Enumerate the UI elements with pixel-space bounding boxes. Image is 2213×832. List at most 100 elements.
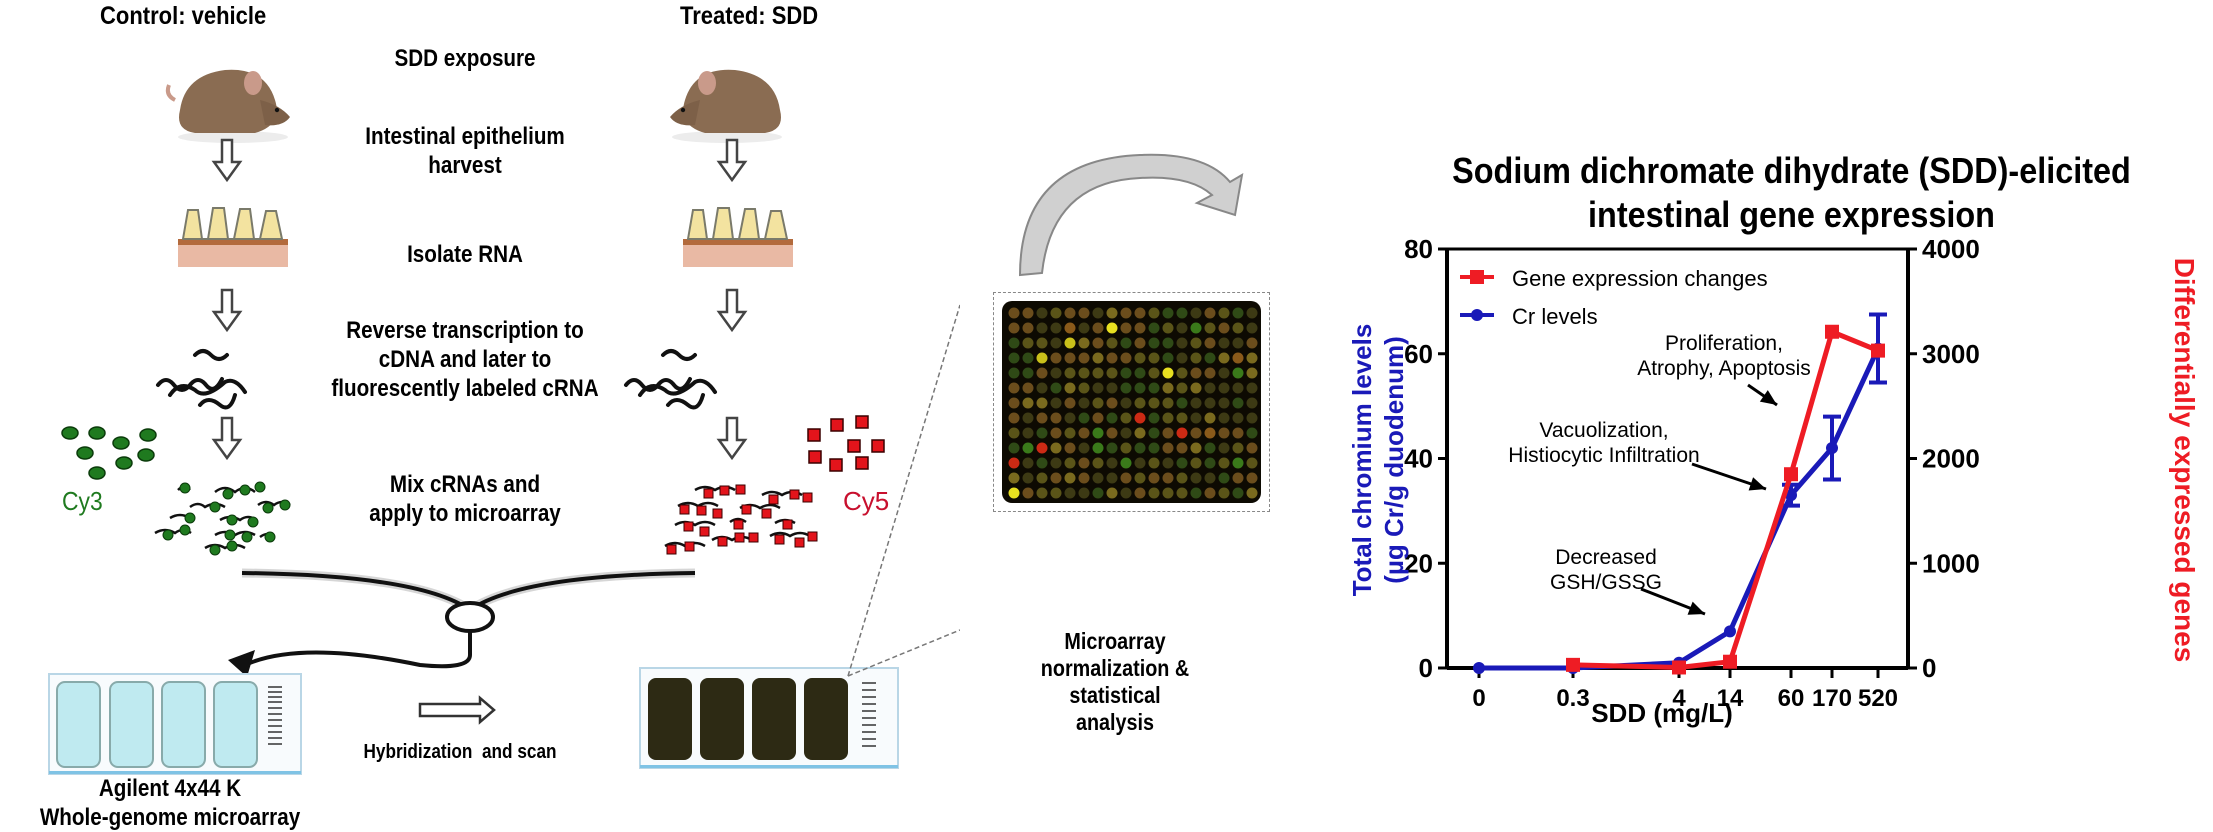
array-spot	[1134, 337, 1146, 349]
array-spot	[1078, 487, 1090, 499]
array-spot	[1120, 442, 1132, 454]
array-spot	[1078, 337, 1090, 349]
array-spot	[1134, 427, 1146, 439]
gene-expression-point	[1871, 343, 1885, 358]
hybridization-label: Hybridization and scan	[348, 738, 572, 767]
array-spot	[1190, 352, 1202, 364]
array-spot	[1148, 412, 1160, 424]
array-spot	[1078, 352, 1090, 364]
array-spot	[1008, 337, 1020, 349]
array-spot	[1050, 457, 1062, 469]
cy3-label: Cy3	[62, 486, 103, 516]
annotation-vacuolization: Histiocytic Infiltration	[1508, 444, 1699, 467]
chart-title: Sodium dichromate dihydrate (SDD)-elicit…	[1412, 105, 2171, 237]
array-spot	[1204, 427, 1216, 439]
array-spot	[1246, 487, 1258, 499]
cr-levels-point	[1724, 625, 1736, 638]
y2-tick-label: 2000	[1922, 444, 1980, 474]
array-spot	[1022, 427, 1034, 439]
array-spot	[1176, 457, 1188, 469]
workflow-graphics	[48, 138, 960, 775]
array-spot	[1022, 397, 1034, 409]
array-spot	[1218, 412, 1230, 424]
y2-axis-label: Differentially expressed genes	[2169, 258, 2200, 663]
array-spot	[1176, 322, 1188, 334]
array-spot	[1176, 472, 1188, 484]
right-arrow-icon	[418, 695, 496, 725]
annotation-gsh-gssg: Decreased	[1555, 546, 1657, 569]
array-spot	[1036, 367, 1048, 379]
array-spot	[1036, 412, 1048, 424]
array-spot	[1050, 337, 1062, 349]
array-spot	[1078, 307, 1090, 319]
array-spot	[1218, 442, 1230, 454]
array-spot	[1148, 442, 1160, 454]
array-spot	[1078, 412, 1090, 424]
y-tick-label: 80	[1404, 234, 1433, 264]
array-spot	[1120, 367, 1132, 379]
gene-expression-point	[1784, 467, 1798, 482]
step-reverse-transcription: Reverse transcription to cDNA and later …	[293, 316, 637, 403]
array-spot	[1064, 307, 1076, 319]
array-spot	[1036, 322, 1048, 334]
array-spot	[1218, 367, 1230, 379]
array-spot	[1064, 337, 1076, 349]
array-spot	[1246, 367, 1258, 379]
array-spot	[1036, 307, 1048, 319]
array-spot	[1162, 427, 1174, 439]
array-spot	[1162, 382, 1174, 394]
array-spot	[1176, 367, 1188, 379]
array-spot	[1078, 397, 1090, 409]
array-spot	[1064, 352, 1076, 364]
legend-square-marker-icon	[1470, 270, 1484, 284]
array-spot	[1232, 307, 1244, 319]
x-tick-label: 0	[1472, 685, 1485, 712]
array-spot	[1218, 472, 1230, 484]
array-spot	[1176, 487, 1188, 499]
array-spot	[1036, 472, 1048, 484]
y2-tick-label: 3000	[1922, 339, 1980, 369]
analysis-label: Microarray normalization & statistical a…	[1016, 628, 1214, 736]
array-spot	[1064, 397, 1076, 409]
array-spot	[1190, 322, 1202, 334]
chart-title-text: Sodium dichromate dihydrate (SDD)-elicit…	[1452, 150, 2131, 235]
y-tick-label: 40	[1404, 444, 1433, 474]
step-text: Isolate RNA	[407, 241, 523, 268]
array-spot	[1148, 472, 1160, 484]
array-spot	[1134, 322, 1146, 334]
array-spot	[1106, 397, 1118, 409]
y-tick-label: 20	[1404, 548, 1433, 578]
array-spot	[1022, 322, 1034, 334]
array-spot	[1106, 352, 1118, 364]
array-spot	[1190, 397, 1202, 409]
x-tick-label: 0.3	[1556, 685, 1589, 712]
array-spot	[1246, 337, 1258, 349]
array-spot	[1078, 457, 1090, 469]
gene-expression-point	[1566, 657, 1580, 672]
x-tick-label: 60	[1778, 685, 1805, 712]
array-spot	[1190, 457, 1202, 469]
array-spot	[1120, 352, 1132, 364]
array-spot	[1064, 442, 1076, 454]
array-spot	[1204, 367, 1216, 379]
array-spot	[1148, 307, 1160, 319]
array-spot	[1218, 337, 1230, 349]
array-spot	[1218, 382, 1230, 394]
array-spot	[1022, 412, 1034, 424]
array-spot	[1092, 397, 1104, 409]
array-spot	[1106, 472, 1118, 484]
annotation-vacuolization: Vacuolization,	[1539, 419, 1668, 442]
array-spot	[1092, 322, 1104, 334]
array-spot	[1246, 472, 1258, 484]
treated-mouse-image	[670, 69, 782, 143]
array-spot	[1218, 427, 1230, 439]
array-spot	[1050, 412, 1062, 424]
treated-tissue-image	[683, 207, 793, 267]
array-spot	[1050, 352, 1062, 364]
annotation-gsh-gssg: GSH/GSSG	[1550, 571, 1662, 594]
array-spot	[1162, 397, 1174, 409]
array-spot	[1078, 382, 1090, 394]
array-spot	[1162, 367, 1174, 379]
array-spot	[1022, 472, 1034, 484]
